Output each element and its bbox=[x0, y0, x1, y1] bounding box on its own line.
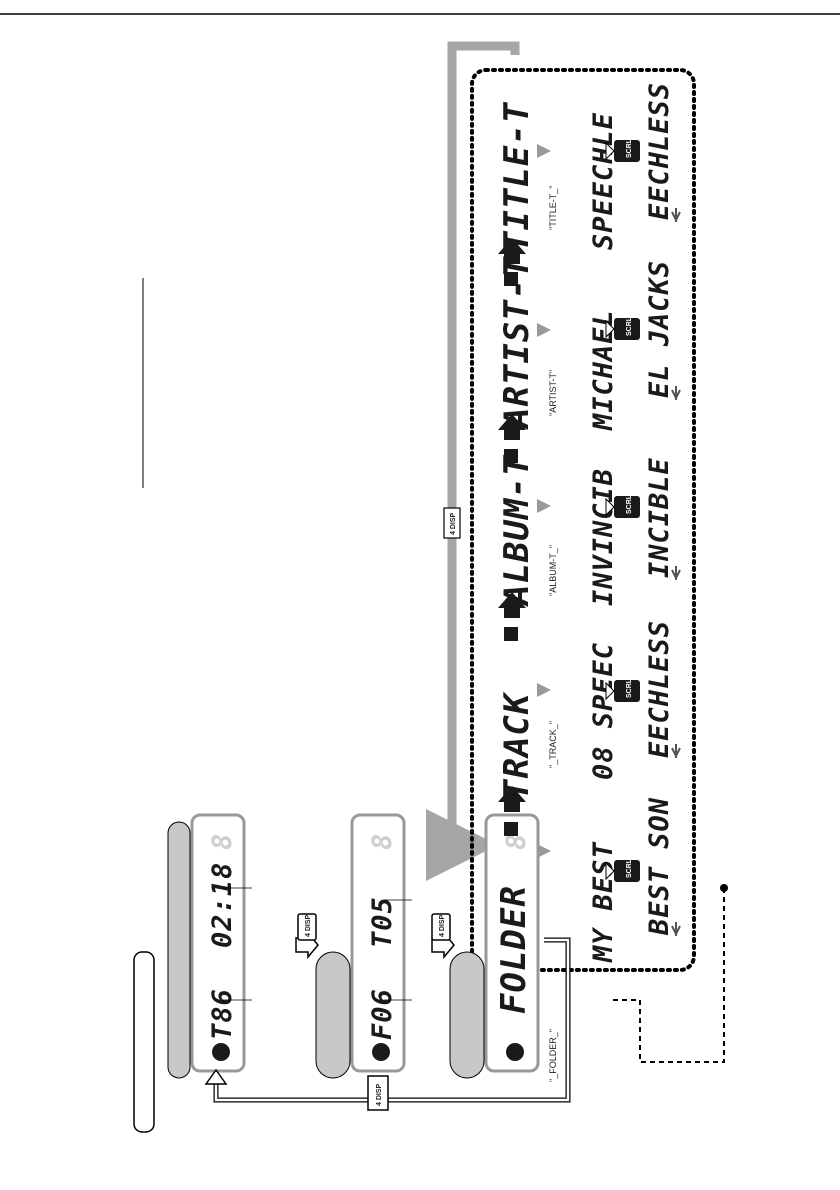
scroll-group-frame bbox=[470, 68, 696, 972]
folder-display: FOLDER 8 "_FOLDER_" bbox=[449, 813, 558, 1082]
scroll-first-2: 08 SPEEC bbox=[588, 642, 619, 780]
caption-title: "TITLE-T_" bbox=[548, 186, 558, 230]
tag-header-album: ALBUM-T bbox=[497, 454, 537, 607]
empty-note-box bbox=[133, 951, 155, 1133]
disp-key-1: 4 DISP bbox=[295, 913, 319, 960]
clock-left-text: T86 bbox=[207, 988, 238, 1040]
scroll-indicator-icon bbox=[537, 683, 551, 697]
scroll-second-2: EECHLESS bbox=[644, 620, 675, 758]
scroll-down-arrow bbox=[671, 922, 681, 937]
scroll-first-1: MY BEST bbox=[588, 841, 619, 963]
disp-button-bottom-label: 4 DISP bbox=[376, 1083, 383, 1106]
clock-right-text: 02:18 bbox=[207, 862, 238, 948]
scroll-key-label: SCRL bbox=[626, 138, 633, 158]
disp-button-label: 4 DISP bbox=[439, 914, 446, 937]
scroll-down-arrow bbox=[671, 744, 681, 759]
scroll-second-4: EL JACKS bbox=[644, 260, 675, 398]
scroll-first-5: SPEECHLE bbox=[588, 112, 619, 250]
lcd-panel bbox=[484, 813, 540, 1073]
scroll-second-5: EECHLESS bbox=[644, 82, 675, 220]
scroll-indicator-icon bbox=[537, 323, 551, 337]
up-arrow bbox=[498, 592, 526, 641]
scroll-key-label: SCRL bbox=[626, 316, 633, 336]
scroll-key-label: SCRL bbox=[626, 678, 633, 698]
scroll-down-arrow bbox=[671, 208, 681, 223]
return-arrow-inner bbox=[214, 938, 570, 1102]
disp-button-mid bbox=[443, 507, 461, 539]
track-right-text: T05 bbox=[367, 896, 398, 948]
scroll-indicator-icon bbox=[537, 144, 551, 158]
scroll-indicator-icon bbox=[537, 844, 551, 858]
scroll-second-1: BEST SON bbox=[644, 797, 675, 936]
up-arrow bbox=[498, 238, 526, 286]
disc-icon bbox=[506, 1043, 524, 1061]
disp-button bbox=[297, 913, 317, 941]
disc-icon bbox=[372, 1043, 390, 1061]
up-arrow bbox=[498, 414, 526, 463]
lcd-panel bbox=[350, 813, 406, 1073]
caption-album: "ALBUM-T_" bbox=[548, 545, 558, 596]
scroll-key-label: SCRL bbox=[626, 858, 633, 878]
scroll-first-3: INVINCIB bbox=[588, 468, 619, 606]
caption-artist: "ARTIST-T" bbox=[548, 370, 558, 416]
scroll-second-3: INCIBLE bbox=[644, 457, 675, 578]
up-arrow bbox=[498, 786, 526, 836]
scroll-down-arrow bbox=[671, 566, 681, 581]
callout-oval bbox=[449, 951, 485, 1079]
disp-button bbox=[431, 913, 451, 941]
callout-oval bbox=[315, 951, 351, 1079]
scroll-key-5 bbox=[605, 140, 640, 162]
scroll-down-arrow bbox=[671, 386, 681, 401]
disc-icon bbox=[212, 1043, 230, 1061]
lcd-panel bbox=[190, 813, 246, 1073]
tag-header-title: TITLE-T bbox=[497, 101, 537, 252]
scroll-key-3 bbox=[605, 496, 640, 518]
disp-button-bottom bbox=[367, 1075, 389, 1111]
disp-button-label: 4 DISP bbox=[305, 914, 312, 937]
folder-caption: "_FOLDER_" bbox=[548, 1029, 558, 1082]
ghost-digit: 8 bbox=[367, 833, 398, 850]
clock-display: T86 02:18 8 bbox=[167, 813, 252, 1079]
callout-oval bbox=[167, 821, 191, 1079]
ghost-digit: 8 bbox=[207, 833, 238, 850]
track-left-text: F06 bbox=[367, 988, 398, 1040]
disp-button-mid-label: 4 DISP bbox=[450, 512, 457, 535]
caption-track: "_TRACK_" bbox=[548, 721, 558, 768]
scroll-key-2 bbox=[605, 680, 640, 702]
ghost-digit: 8 bbox=[501, 833, 532, 850]
folder-text: FOLDER bbox=[494, 885, 534, 1014]
return-flow-line bbox=[426, 41, 520, 881]
disp-key-2: 4 DISP bbox=[431, 913, 455, 960]
track-display: F06 T05 8 bbox=[315, 813, 412, 1079]
connector-dot bbox=[720, 884, 728, 892]
scroll-indicator-icon bbox=[537, 499, 551, 513]
tag-header-track: TRACK bbox=[497, 691, 537, 800]
scroll-key-4 bbox=[605, 318, 640, 340]
scroll-key-1 bbox=[605, 860, 640, 882]
scroll-key-label: SCRL bbox=[626, 494, 633, 514]
return-arrow-head bbox=[204, 1068, 228, 1085]
